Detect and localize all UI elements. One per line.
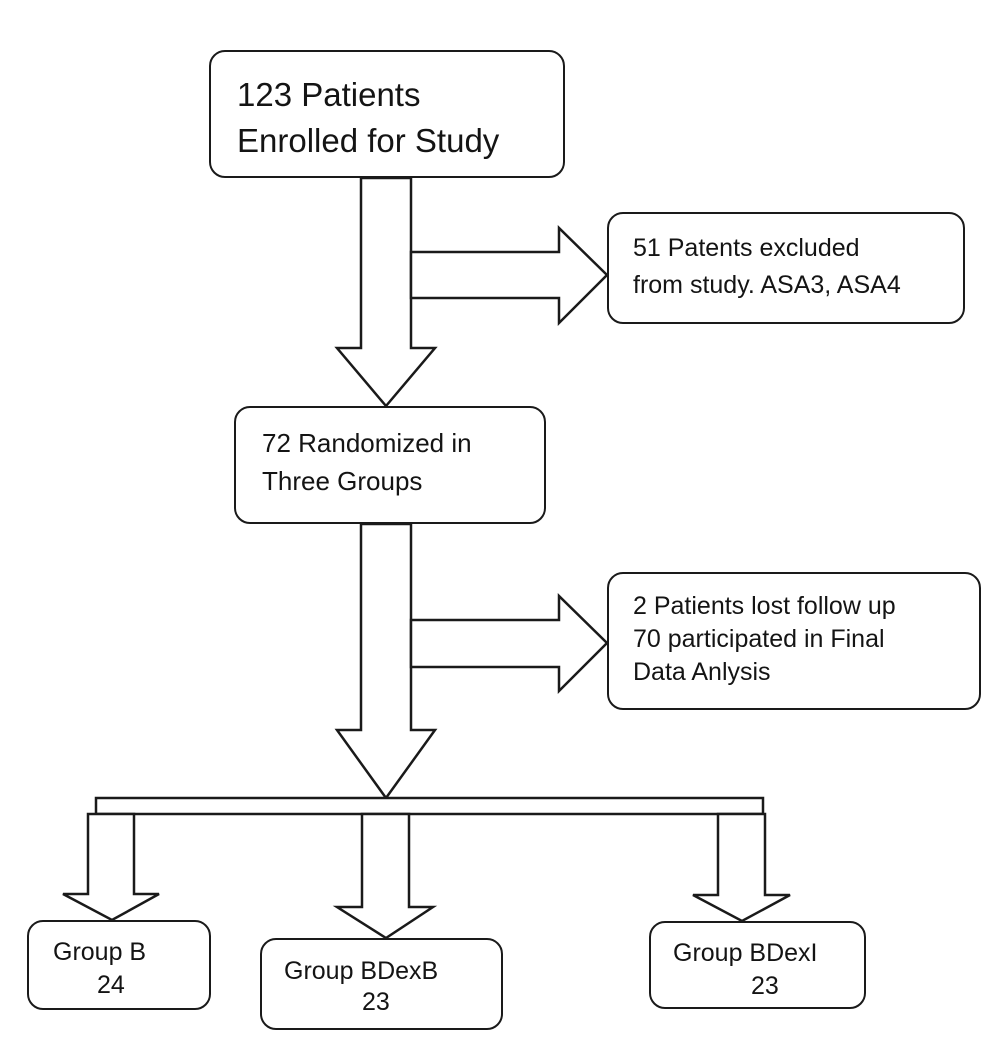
group-bdexi-box: Group BDexI 23: [649, 921, 866, 1009]
excluded-line-2: from study. ASA3, ASA4: [633, 271, 901, 299]
arrow-to-group-bdexi: [692, 812, 791, 923]
arrow-enrolled-to-randomized: [334, 176, 438, 408]
group-bdexb-name: Group BDexB: [284, 957, 439, 985]
group-bdexb-box: Group BDexB 23: [260, 938, 503, 1030]
randomized-box: 72 Randomized in Three Groups: [234, 406, 546, 524]
group-b-name: Group B: [53, 938, 147, 966]
group-bdexb-count: 23: [362, 988, 390, 1016]
split-bar: [94, 796, 765, 816]
enrolled-box: 123 Patients Enrolled for Study: [209, 50, 565, 178]
arrow-to-lost-follow-up: [409, 593, 609, 695]
lost-line-1: 2 Patients lost follow up: [633, 592, 896, 620]
group-bdexi-name: Group BDexI: [673, 939, 818, 967]
arrow-to-group-b: [62, 812, 160, 922]
randomized-line-1: 72 Randomized in: [262, 428, 472, 458]
group-b-count: 24: [97, 971, 125, 999]
group-bdexi-count: 23: [751, 972, 779, 1000]
excluded-box: 51 Patents excluded from study. ASA3, AS…: [607, 212, 965, 324]
group-b-box: Group B 24: [27, 920, 211, 1010]
arrow-randomized-to-groups: [334, 522, 438, 801]
lost-follow-up-box: 2 Patients lost follow up 70 participate…: [607, 572, 981, 710]
excluded-line-1: 51 Patents excluded: [633, 234, 860, 262]
enrolled-line-1: 123 Patients: [237, 76, 421, 113]
randomized-line-2: Three Groups: [262, 466, 423, 496]
lost-line-2: 70 participated in Final: [633, 625, 885, 653]
lost-line-3: Data Anlysis: [633, 658, 771, 686]
arrow-to-group-bdexb: [332, 812, 438, 940]
arrow-to-excluded: [409, 225, 609, 327]
enrolled-line-2: Enrolled for Study: [237, 122, 500, 159]
